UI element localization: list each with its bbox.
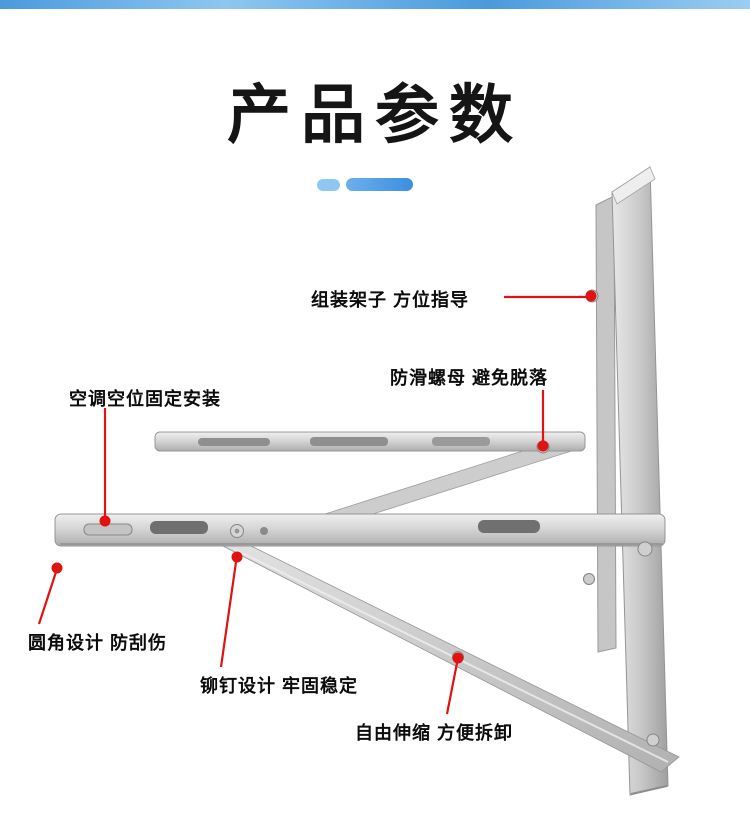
vertical-bar <box>611 166 669 796</box>
main-arm-slot <box>150 521 208 534</box>
vertical-bar-top-cap <box>611 166 656 205</box>
arm-rivet-center <box>234 528 240 534</box>
top-blue-bar <box>0 0 750 9</box>
corner-line <box>37 571 58 625</box>
rivet-line <box>219 561 238 668</box>
diagonal-highlight <box>233 548 669 763</box>
upper-arm-slot <box>310 437 388 446</box>
annotation-nut-label: 防滑螺母 避免脱落 <box>390 368 549 388</box>
main-arm-slot <box>478 520 540 533</box>
main-arm-mount-slot <box>83 523 133 536</box>
corner-dot <box>51 562 63 574</box>
vertical-bar-bottom-edge <box>630 785 668 795</box>
title-underline-dot <box>317 179 340 191</box>
page-title: 产品参数 <box>227 79 523 151</box>
arm-junction-bolt <box>637 541 653 557</box>
annotation-dots <box>51 290 597 664</box>
title-underline-bar <box>346 178 413 191</box>
main-arm <box>54 513 666 547</box>
rivet-dot <box>231 551 243 563</box>
annotation-lines <box>37 295 588 715</box>
annotation-assembly-label: 组装架子 方位指导 <box>311 290 470 310</box>
fixed-install-dot <box>99 515 111 527</box>
upper-arm-slot <box>198 438 270 446</box>
annotation-telescopic-label: 自由伸缩 方便拆卸 <box>355 723 514 743</box>
annotation-rivet-label: 铆钉设计 牢固稳定 <box>200 676 359 696</box>
bottom-junction-bolt <box>646 733 660 747</box>
annotation-fixed-install-label: 空调空位固定安装 <box>69 389 221 409</box>
wall-strip <box>595 195 617 653</box>
telescopic-dot <box>452 652 464 664</box>
annotation-rounded-corner-label: 圆角设计 防刮伤 <box>28 633 168 653</box>
arm-hole <box>260 527 268 535</box>
nut-dot <box>537 440 549 452</box>
upper-arm-slot <box>432 437 490 446</box>
assembly-dot <box>585 290 597 302</box>
telescopic-line <box>445 662 459 715</box>
strip-bolt <box>583 573 595 585</box>
